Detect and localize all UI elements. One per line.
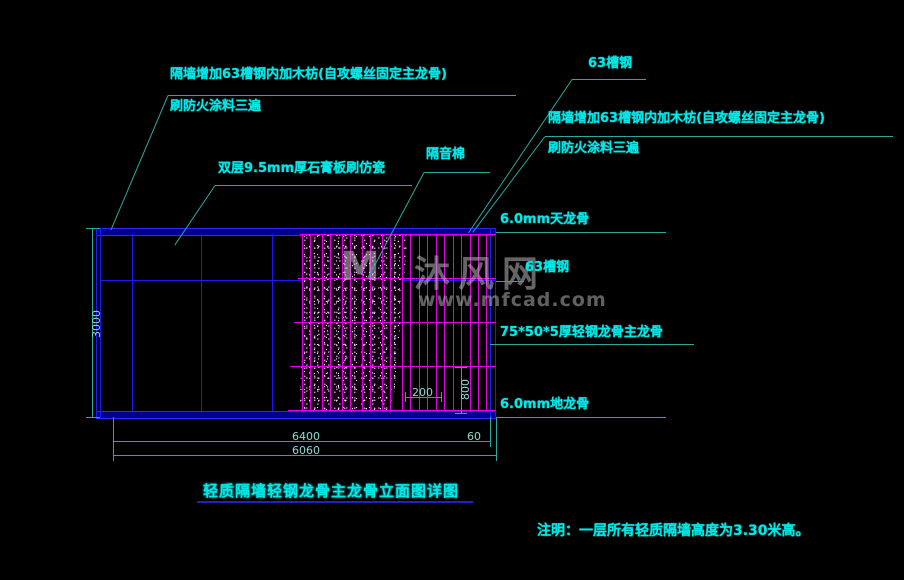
- nogging: [298, 278, 496, 279]
- title-underline: [197, 501, 473, 503]
- annotation-acoustic-wool: 隔音棉: [426, 147, 466, 162]
- board-edge-left-outer: [96, 228, 97, 417]
- annotation-gypsum-board: 双层9.5mm厚石膏板刷仿瓷: [218, 161, 386, 176]
- nogging: [294, 322, 496, 323]
- dim-tick-800-top: [455, 367, 467, 368]
- dimension-edge-60: 60: [467, 430, 481, 443]
- leader-line-gypsum: [174, 185, 216, 246]
- board-joint-1: [132, 234, 133, 411]
- dim-line-6060: [113, 455, 496, 456]
- dimension-overall-6060: 6060: [292, 444, 320, 457]
- watermark-url: www.mfcad.com: [418, 289, 607, 311]
- board-edge-left-inner: [100, 228, 101, 417]
- annotation-channel-steel-top: 63槽钢: [588, 56, 633, 71]
- annotation-main-stud: 75*50*5厚轻钢龙骨主龙骨: [500, 325, 663, 340]
- leader-underline-left-top: [168, 95, 516, 96]
- drawing-note: 注明：一层所有轻质隔墙高度为3.30米高。: [537, 523, 810, 539]
- annotation-top-track: 6.0mm天龙骨: [500, 212, 590, 227]
- dim-tick-200-right: [441, 392, 442, 402]
- dim-line-200: [405, 397, 441, 398]
- dim-tick-200-left: [405, 392, 406, 402]
- dimension-spacing-800: 800: [459, 379, 472, 400]
- leader-underline-right-top: [545, 136, 893, 137]
- dim-line-800: [461, 367, 462, 413]
- leader-underline-gypsum: [215, 185, 412, 186]
- annotation-right-top-line1: 隔墙增加63槽钢内加木枋(自攻螺丝固定主龙骨): [548, 111, 825, 126]
- dim-extension-top: [86, 228, 100, 229]
- dimension-height-3000: 3000: [90, 310, 103, 338]
- leader-underline-channel-top: [572, 79, 646, 80]
- dim-line-6400: [113, 441, 490, 442]
- nogging: [290, 366, 496, 367]
- leader-line-left-top: [110, 95, 169, 231]
- dim-extension-bottom: [86, 417, 100, 418]
- dimension-span-6400: 6400: [292, 430, 320, 443]
- dimension-spacing-200: 200: [412, 386, 433, 399]
- annotation-left-top-line1: 隔墙增加63槽钢内加木枋(自攻螺丝固定主龙骨): [170, 67, 447, 82]
- annotation-bottom-track: 6.0mm地龙骨: [500, 397, 590, 412]
- top-track-band: [96, 228, 496, 236]
- board-joint-3: [272, 234, 273, 411]
- nogging: [300, 234, 496, 235]
- dim-extension-right-vert: [490, 417, 491, 445]
- annotation-left-top-line2: 刷防火涂料三遍: [170, 99, 262, 114]
- leader-line-channel-top: [468, 79, 573, 234]
- bottom-track-band: [96, 411, 496, 419]
- leader-underline-channel-mid: [496, 281, 524, 282]
- drawing-title: 轻质隔墙轻钢龙骨主龙骨立面图详图: [203, 482, 460, 500]
- annotation-right-top-line2: 刷防火涂料三遍: [548, 141, 640, 156]
- nogging: [288, 410, 496, 411]
- leader-underline-bottom-track: [496, 417, 666, 418]
- dim-tick-vertical: [92, 228, 93, 417]
- dim-extension-far-right-vert: [496, 417, 497, 457]
- leader-underline-wool: [424, 172, 490, 173]
- board-joint-2: [201, 234, 202, 411]
- dim-tick-800-bottom: [455, 413, 467, 414]
- dim-extension-left-vert: [113, 417, 114, 457]
- annotation-channel-steel-mid: 63槽钢: [525, 260, 570, 275]
- board-horizontal-joint: [100, 280, 496, 281]
- leader-underline-main-stud: [490, 344, 694, 345]
- leader-underline-top-track: [496, 232, 666, 233]
